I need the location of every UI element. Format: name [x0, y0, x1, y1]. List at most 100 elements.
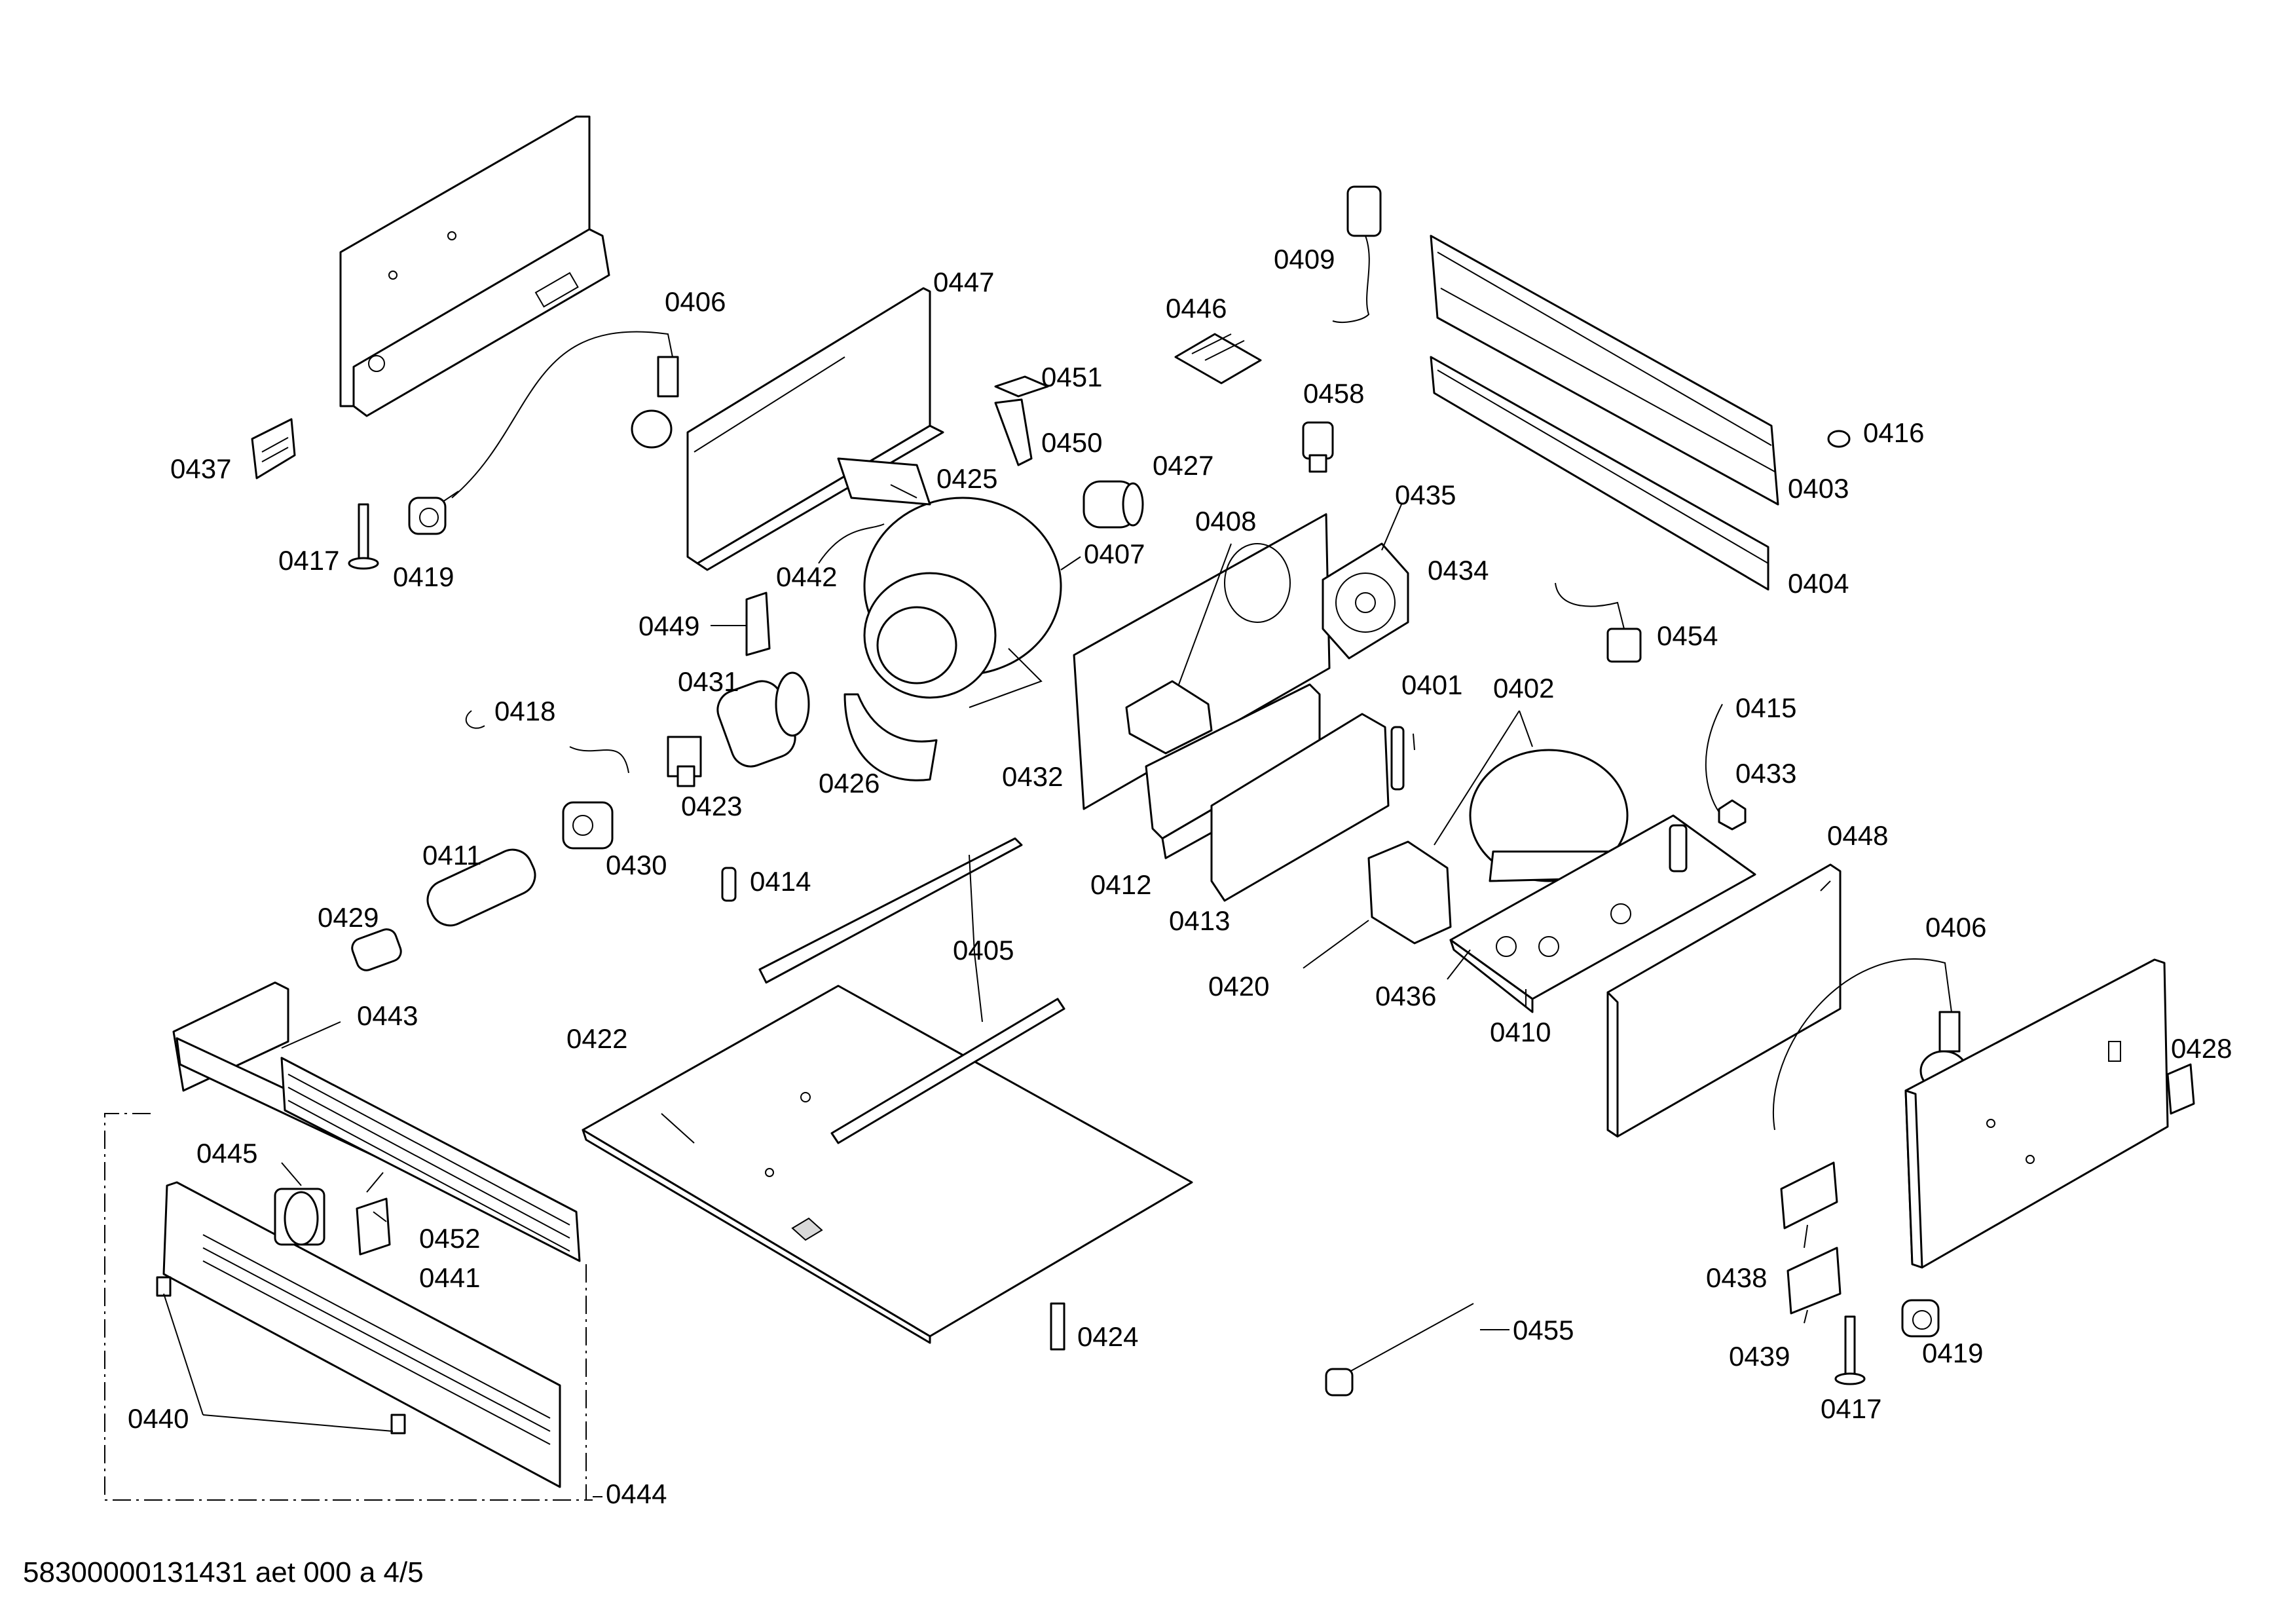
base-plate-0422 [582, 985, 1193, 1344]
callout-0415: 0415 [1735, 692, 1796, 723]
callout-0406-lower: 0406 [1925, 912, 1986, 943]
pin-0452 [366, 1172, 384, 1193]
bracket-0441 [356, 1197, 391, 1256]
motor-0430 [562, 746, 629, 850]
dashed-group-boundary [104, 1113, 593, 1501]
callout-0418: 0418 [494, 696, 555, 726]
tube-0411 [426, 848, 536, 927]
callout-0440: 0440 [128, 1403, 189, 1434]
side-panel-0448 [1606, 863, 1842, 1138]
callout-0441: 0441 [419, 1262, 480, 1293]
valve-0423 [667, 736, 702, 787]
callout-0408: 0408 [1195, 506, 1256, 536]
callout-0447: 0447 [933, 267, 994, 297]
bracket-panel-lower-right [1904, 958, 2169, 1269]
bracket-0451 [994, 375, 1049, 398]
hose-0415 [1705, 704, 1723, 813]
blower-fan-0407 [863, 497, 1062, 708]
callout-0401: 0401 [1401, 669, 1462, 700]
rear-panel-0404 [1430, 356, 1769, 591]
callout-0407: 0407 [1084, 538, 1145, 569]
fan-0434 [1322, 542, 1409, 660]
callout-0436: 0436 [1375, 981, 1436, 1011]
callout-0404: 0404 [1788, 568, 1849, 599]
plate-0438 [1780, 1161, 1838, 1229]
screw-0417-lower [1834, 1315, 1866, 1385]
wire-0442 [818, 523, 885, 564]
compressor-0402 [1469, 749, 1629, 882]
callout-0422: 0422 [566, 1023, 627, 1054]
callout-0446: 0446 [1166, 293, 1227, 324]
callout-0437: 0437 [170, 453, 231, 484]
valve-0458 [1302, 421, 1334, 473]
screw-0417-upper [348, 503, 379, 570]
callout-0435: 0435 [1395, 479, 1456, 510]
grille-0443 [172, 981, 581, 1262]
clip-0437 [251, 418, 296, 479]
callout-0426: 0426 [819, 768, 880, 798]
callout-0425: 0425 [936, 463, 997, 494]
bracket-0450 [994, 398, 1033, 466]
rail-0405-upper [758, 837, 1023, 984]
spacer-0414 [721, 867, 737, 902]
callout-0448: 0448 [1827, 820, 1888, 851]
motor-0427 [1083, 480, 1144, 529]
shield-0426 [843, 693, 938, 781]
callout-0432: 0432 [1002, 761, 1063, 792]
bracket-0424 [1050, 1302, 1065, 1351]
callout-0420: 0420 [1208, 971, 1269, 1002]
relay-0420 [1367, 840, 1452, 945]
callout-0445: 0445 [196, 1138, 257, 1169]
callout-0439: 0439 [1729, 1341, 1790, 1372]
callout-0430: 0430 [606, 850, 667, 880]
cap-0419-lower [1901, 1299, 1940, 1338]
callout-0452: 0452 [419, 1223, 480, 1254]
callout-0443: 0443 [357, 1000, 418, 1031]
callout-0419-upper: 0419 [393, 561, 454, 592]
grommet-0433 [1718, 799, 1747, 831]
callout-0409: 0409 [1274, 244, 1335, 274]
callout-0406-upper: 0406 [665, 286, 726, 317]
callout-0424: 0424 [1077, 1321, 1138, 1352]
callout-0428: 0428 [2171, 1033, 2232, 1064]
callout-0450: 0450 [1041, 427, 1102, 458]
callout-0402: 0402 [1493, 673, 1554, 704]
damper-0445 [274, 1188, 325, 1246]
callout-0417-upper: 0417 [278, 545, 339, 576]
callout-0429: 0429 [318, 902, 379, 933]
callout-0431: 0431 [678, 666, 739, 697]
leader-lines [163, 484, 1831, 1497]
clip-0418 [465, 710, 485, 729]
nut-0416 [1827, 430, 1851, 448]
callout-0451: 0451 [1041, 362, 1102, 392]
drawing-number: 58300000131431 aet 000 a 4/5 [23, 1556, 424, 1588]
callout-0423: 0423 [681, 791, 742, 821]
callout-0405: 0405 [953, 935, 1014, 966]
probe-cable-upper [438, 331, 679, 505]
callout-0444: 0444 [606, 1478, 667, 1509]
callout-0434: 0434 [1428, 555, 1489, 586]
cover-0413 [1210, 713, 1390, 902]
cap-0419-upper [408, 497, 447, 535]
drier-0401 [1390, 726, 1405, 791]
callout-0403: 0403 [1788, 473, 1849, 504]
callout-0411: 0411 [422, 840, 481, 871]
callout-0458: 0458 [1303, 378, 1364, 409]
callout-0449: 0449 [639, 610, 699, 641]
callout-0419-lower: 0419 [1922, 1338, 1983, 1368]
callout-0433: 0433 [1735, 758, 1796, 789]
callout-0438: 0438 [1706, 1262, 1767, 1293]
power-cord-0409 [1332, 185, 1382, 323]
callout-0442: 0442 [776, 561, 837, 592]
callout-0454: 0454 [1657, 620, 1718, 651]
tray-0410 [1449, 814, 1756, 1013]
plate-0439 [1787, 1247, 1842, 1315]
callout-0412: 0412 [1090, 869, 1151, 900]
kick-plate-0444 [156, 1181, 561, 1488]
capacitor-0431 [716, 671, 810, 768]
callout-0427: 0427 [1153, 450, 1213, 481]
bracket-0446 [1174, 333, 1262, 385]
callout-0410: 0410 [1490, 1017, 1551, 1047]
callout-0413: 0413 [1169, 905, 1230, 936]
